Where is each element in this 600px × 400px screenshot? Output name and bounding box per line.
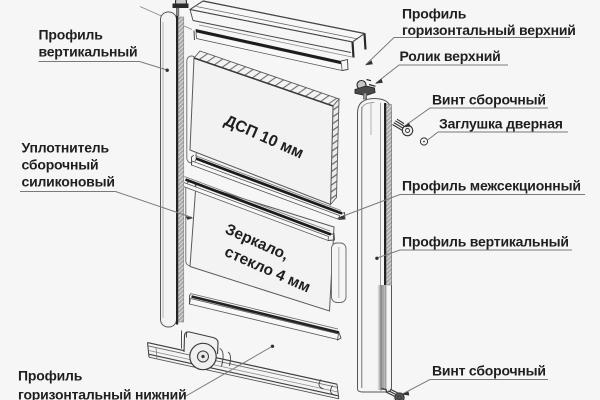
svg-text:Профиль: Профиль [18,368,83,384]
svg-text:сборочный: сборочный [22,157,99,173]
svg-text:Заглушка дверная: Заглушка дверная [439,116,563,132]
svg-text:Винт сборочный: Винт сборочный [432,92,546,108]
svg-text:Профиль межсекционный: Профиль межсекционный [402,178,581,194]
svg-text:Винт сборочный: Винт сборочный [432,363,546,379]
svg-text:Профиль: Профиль [39,27,104,43]
svg-text:силиконовый: силиконовый [22,174,115,190]
svg-text:Ролик верхний: Ролик верхний [400,48,501,64]
svg-text:вертикальный: вертикальный [39,44,138,60]
svg-text:горизонтальный верхний: горизонтальный верхний [402,22,576,38]
svg-text:горизонтальный нижний: горизонтальный нижний [18,387,186,400]
svg-text:Уплотнитель: Уплотнитель [22,140,110,156]
svg-text:Профиль: Профиль [402,6,467,22]
svg-text:Профиль вертикальный: Профиль вертикальный [402,234,569,250]
